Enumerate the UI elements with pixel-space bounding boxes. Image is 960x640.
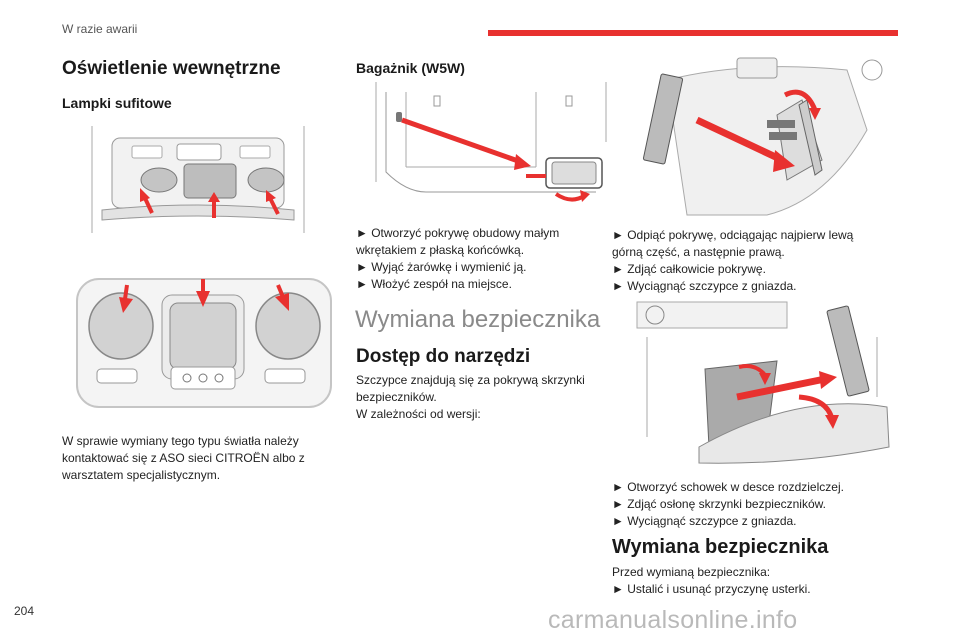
subtitle-fuse-replacement: Wymiana bezpiecznika bbox=[612, 536, 829, 558]
trunk-steps: ► Otworzyć pokrywę obudowy małym wkrętak… bbox=[356, 225, 559, 293]
trunk-step-line: ► Otworzyć pokrywę obudowy małym bbox=[356, 226, 560, 240]
cover-step-line: górną część, a następnie prawą. bbox=[612, 245, 785, 259]
page-number: 204 bbox=[14, 604, 35, 618]
tools-text-line: bezpieczników. bbox=[356, 390, 437, 404]
cover-steps: ► Odpiąć pokrywę, odciągając najpierw le… bbox=[612, 227, 853, 295]
replace-text-line: ► Ustalić i usunąć przyczynę usterki. bbox=[612, 582, 811, 596]
trunk-step-line: ► Wyjąć żarówkę i wymienić ją. bbox=[356, 260, 527, 274]
replace-text-line: Przed wymianą bezpiecznika: bbox=[612, 565, 771, 579]
lamp-note: W sprawie wymiany tego typu światła nale… bbox=[62, 433, 305, 484]
tools-text: Szczypce znajdują się za pokrywą skrzynk… bbox=[356, 372, 585, 423]
glovebox-fuse-illustration bbox=[627, 297, 899, 465]
cover-step-line: ► Wyciągnąć szczypce z gniazda. bbox=[612, 279, 797, 293]
tools-text-line: W zależności od wersji: bbox=[356, 407, 481, 421]
subtitle-ceiling-lamps: Lampki sufitowe bbox=[62, 95, 172, 111]
watermark: carmanualsonline.info bbox=[548, 606, 798, 634]
cover-step-line: ► Zdjąć całkowicie pokrywę. bbox=[612, 262, 766, 276]
section-header: W razie awarii bbox=[62, 22, 138, 36]
trunk-step-line: ► Włożyć zespół na miejsce. bbox=[356, 277, 512, 291]
ceiling-lamp-panel-illustration bbox=[75, 277, 333, 409]
fuse-cover-side-illustration bbox=[627, 50, 899, 220]
ceiling-lamp-illustration bbox=[62, 118, 334, 248]
section-title-fuse-replacement: Wymiana bezpiecznika bbox=[355, 306, 601, 333]
section-title-interior-lighting: Oświetlenie wewnętrzne bbox=[62, 58, 281, 79]
replace-text: Przed wymianą bezpiecznika: ► Ustalić i … bbox=[612, 564, 811, 598]
glovebox-step-line: ► Zdjąć osłonę skrzynki bezpieczników. bbox=[612, 497, 826, 511]
lamp-note-line: warsztatem specjalistycznym. bbox=[62, 468, 221, 482]
cover-step-line: ► Odpiąć pokrywę, odciągając najpierw le… bbox=[612, 228, 854, 242]
glovebox-steps: ► Otworzyć schowek w desce rozdzielczej.… bbox=[612, 479, 844, 530]
glovebox-step-line: ► Otworzyć schowek w desce rozdzielczej. bbox=[612, 480, 844, 494]
trunk-step-line: wkrętakiem z płaską końcówką. bbox=[356, 243, 525, 257]
glovebox-step-line: ► Wyciągnąć szczypce z gniazda. bbox=[612, 514, 797, 528]
lamp-note-line: kontaktować się z ASO sieci CITROËN albo… bbox=[62, 451, 305, 465]
header-accent-bar bbox=[488, 30, 898, 36]
subtitle-tools-access: Dostęp do narzędzi bbox=[356, 346, 531, 367]
tools-text-line: Szczypce znajdują się za pokrywą skrzynk… bbox=[356, 373, 585, 387]
lamp-note-line: W sprawie wymiany tego typu światła nale… bbox=[62, 434, 299, 448]
trunk-lamp-illustration bbox=[366, 82, 616, 212]
trunk-lamp-title: Bagażnik (W5W) bbox=[356, 60, 465, 76]
